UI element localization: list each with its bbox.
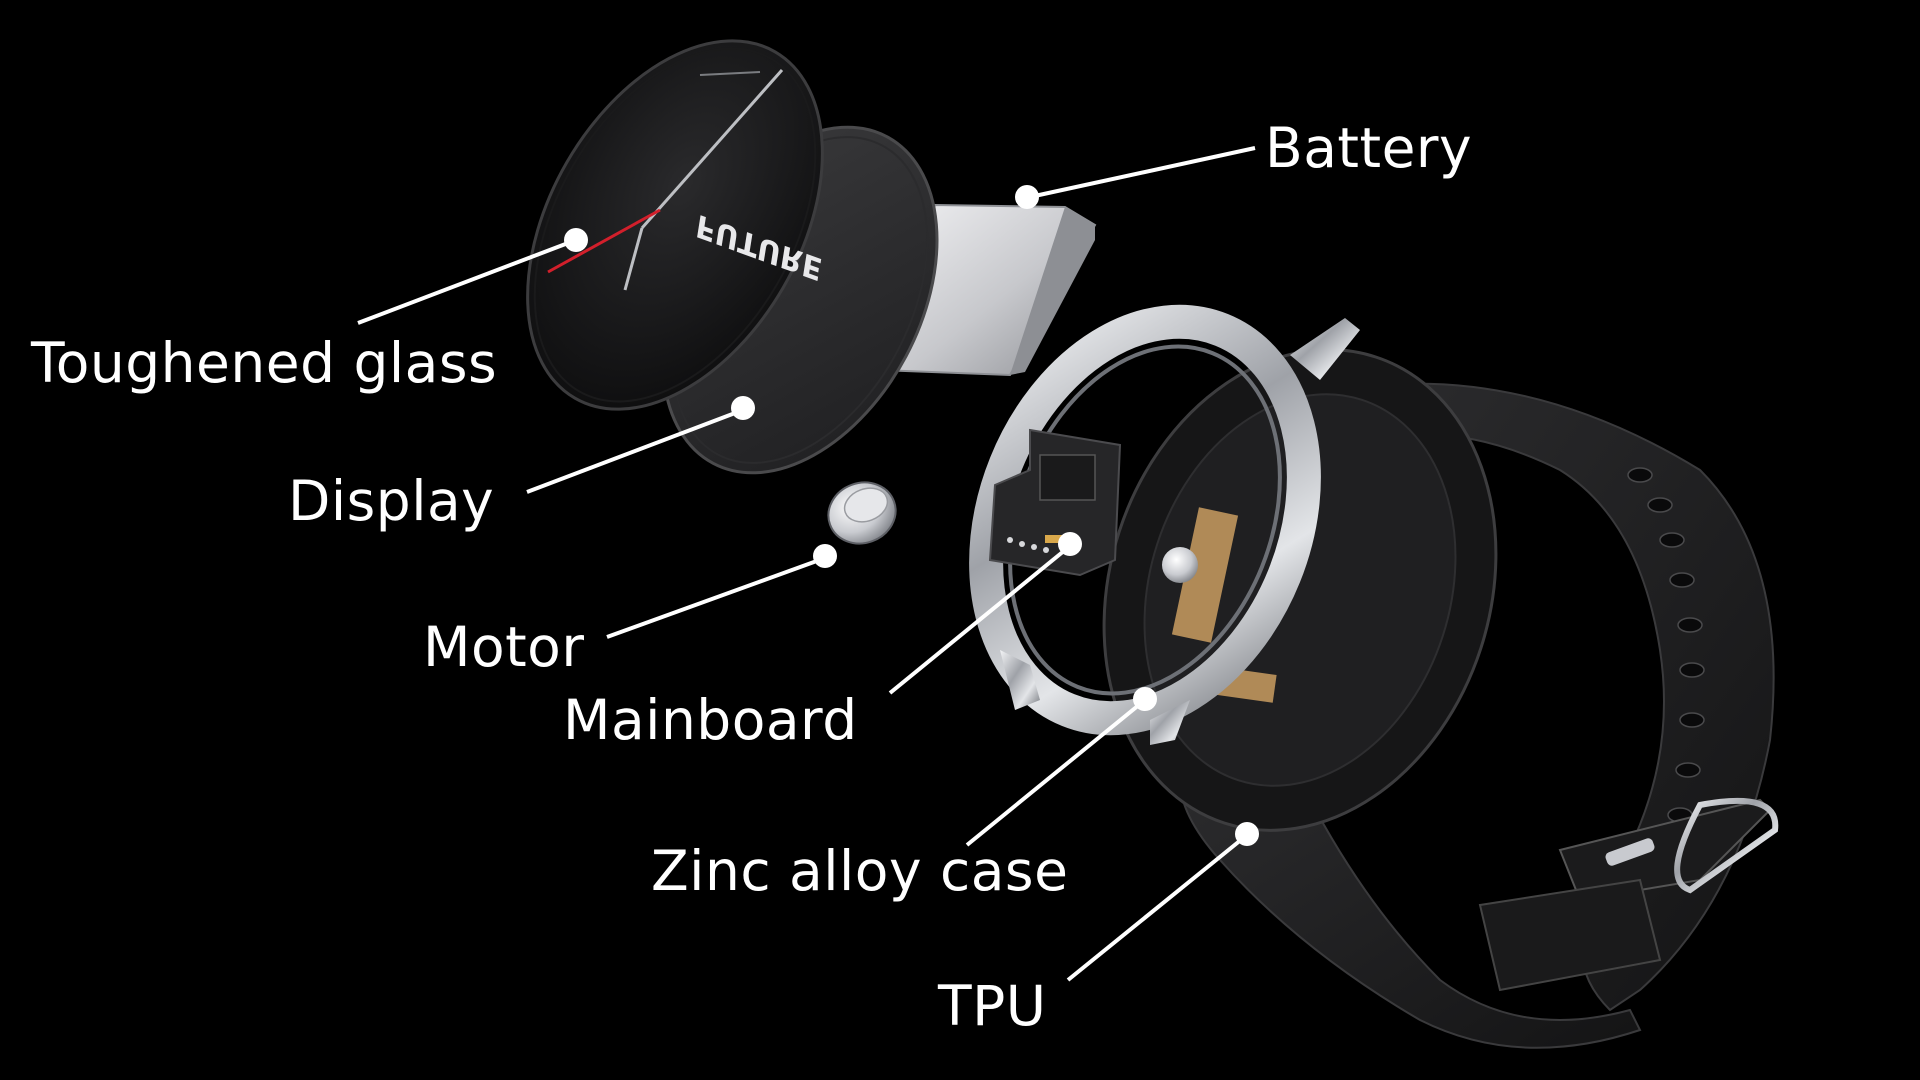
zinc-alloy-case-ring [969,304,1360,745]
toughened-glass-watch-face: FUTURE [526,39,828,411]
leader-dot-motor [813,544,837,568]
leader-dot-tpu [1235,822,1259,846]
leader-dots [564,185,1259,846]
leader-dot-zinc-alloy-case [1133,687,1157,711]
label-tpu: TPU [938,974,1047,1038]
leader-line-battery [1029,146,1256,199]
label-display: Display [288,469,495,533]
leader-dot-mainboard [1058,532,1082,556]
label-battery: Battery [1265,116,1473,180]
label-motor: Motor [423,615,585,679]
leader-line-display [526,408,744,494]
leader-lines [357,146,1256,982]
leader-line-zinc-alloy-case [965,698,1147,847]
hour-hand [623,227,644,291]
second-hand [547,208,661,274]
minute-hand [640,69,784,229]
leader-dot-display [731,396,755,420]
label-toughened-glass: Toughened glass [31,331,498,395]
leader-line-tpu [1066,833,1249,982]
leader-dot-toughened-glass [564,228,588,252]
label-mainboard: Mainboard [563,688,858,752]
leader-line-motor [606,556,826,639]
leader-line-mainboard [888,544,1072,695]
leader-dot-battery [1015,185,1039,209]
label-zinc-alloy-case: Zinc alloy case [651,839,1069,903]
leader-line-toughened-glass [357,238,577,325]
mainboard-pcb [988,428,1122,577]
vibration-motor [827,481,897,545]
